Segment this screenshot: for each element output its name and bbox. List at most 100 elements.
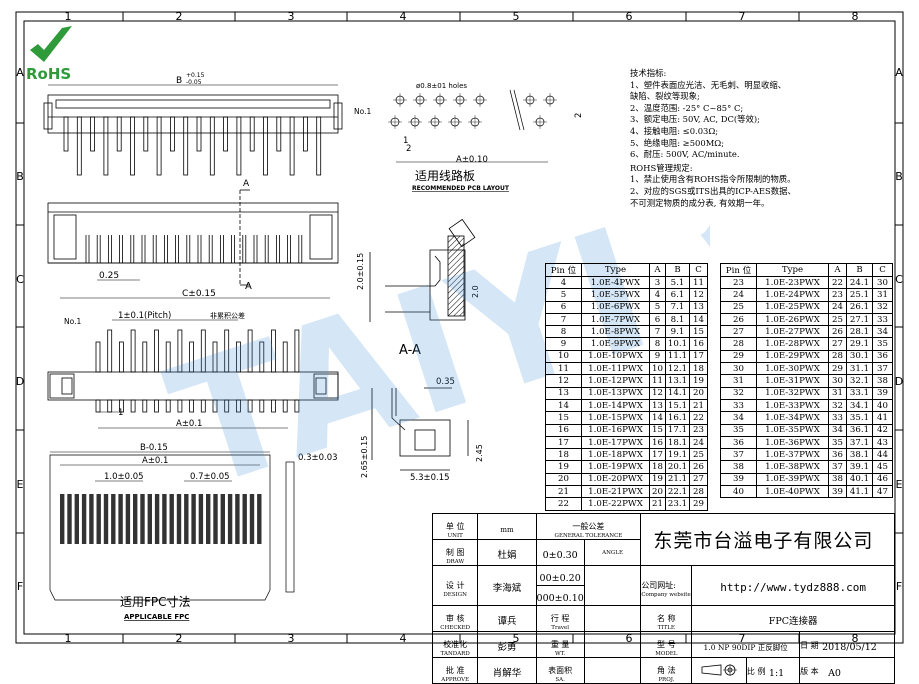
fpc-trace <box>74 494 79 544</box>
title-label-en: TITLE <box>657 625 675 631</box>
scale-value: 1:1 <box>768 668 785 679</box>
table-cell: 30 <box>872 275 893 290</box>
table-cell: 1.0E-17PWX <box>581 435 650 450</box>
table-cell: 1.0E-32PWX <box>756 386 829 400</box>
website[interactable]: http://www.tydz888.com <box>720 581 866 594</box>
table-cell: 1.0E-37PWX <box>756 448 829 462</box>
pin-lead <box>165 341 171 373</box>
table-cell: 20 <box>649 485 666 499</box>
table-cell: 17.1 <box>665 423 690 437</box>
unit-label-en: UNIT <box>447 533 463 539</box>
table-cell: 23.1 <box>665 497 690 511</box>
table-cell: 12.1 <box>665 362 690 376</box>
fpc-trace <box>118 494 123 544</box>
projection-icon <box>701 664 738 676</box>
table-cell: 15 <box>689 325 708 339</box>
tech-line: 5、绝缘电阻: ≥500MΩ; <box>630 137 725 148</box>
fpc-trace <box>111 494 116 544</box>
table-cell: 12 <box>649 386 666 400</box>
table-cell: 39 <box>720 472 757 487</box>
pin-lead <box>169 116 175 152</box>
row-label: E <box>896 478 903 491</box>
tol-3: 000±0.10 <box>536 593 584 604</box>
sa-label: 表面积 <box>548 666 573 675</box>
table-cell: 21 <box>689 398 708 413</box>
table-cell: 32.1 <box>846 374 873 388</box>
pin-lead <box>271 399 276 413</box>
dim-025: 0.25 <box>99 271 119 281</box>
table-cell: 1.0E-19PWX <box>581 460 650 474</box>
fpc-trace <box>242 494 247 544</box>
table-cell: 39 <box>828 485 847 499</box>
row-label: F <box>17 580 23 593</box>
table-cell: 13 <box>649 398 666 413</box>
table-cell: 16 <box>689 337 708 351</box>
table-cell: 27 <box>828 337 847 351</box>
table-cell: 40.1 <box>846 472 873 487</box>
rev-value: A0 <box>828 668 841 679</box>
table-cell: 9.1 <box>665 325 690 339</box>
title-label: 名 称 <box>657 614 676 623</box>
fpc-trace <box>125 494 131 544</box>
table-cell: 44 <box>872 448 893 462</box>
table-cell: 21 <box>649 497 666 511</box>
dim-pcb-1: 1 <box>403 136 408 146</box>
rohs-line: 不可测定物质的成分表, 有效期一年。 <box>630 197 770 208</box>
wt-label-en: WT. <box>555 651 566 657</box>
table-cell: 6 <box>649 312 666 327</box>
fpc-trace <box>81 494 87 544</box>
table-cell: 16 <box>649 435 666 450</box>
table-cell: 33.1 <box>846 386 873 400</box>
table-cell: 1.0E-23PWX <box>756 275 829 290</box>
fpc-trace <box>162 494 167 544</box>
table-cell: 1.0E-7PWX <box>581 312 650 327</box>
col-header: C <box>689 263 708 277</box>
tech-line: 4、接触电阻: ≤0.03Ω; <box>630 125 719 136</box>
table-cell: 1.0E-14PWX <box>581 398 650 413</box>
dim-holes: ø0.8±01 holes <box>416 82 467 90</box>
table-cell: 45 <box>872 460 893 474</box>
table-cell: 34 <box>828 423 847 437</box>
unit-value: mm <box>500 526 514 534</box>
col-header: Type <box>581 263 650 277</box>
table-cell: 31 <box>872 288 893 302</box>
table-cell: 1.0E-24PWX <box>756 288 829 302</box>
table-cell: 18.1 <box>665 435 690 450</box>
table-cell: 18 <box>689 362 708 376</box>
table-cell: 1.0E-11PWX <box>581 362 650 376</box>
table-cell: 5.1 <box>665 275 690 290</box>
pcb-layout: ø0.8±01 holes No.1 2 1 2 A±0.10 适用线路板 RE… <box>354 82 584 192</box>
table-cell: 11 <box>545 362 582 376</box>
table-cell: 14 <box>649 411 666 425</box>
dim-pcb-a: A±0.10 <box>456 155 488 165</box>
table-cell: 36 <box>720 435 757 450</box>
table-cell: 30 <box>828 374 847 388</box>
wt-label: 重 量 <box>550 640 570 649</box>
col-header: C <box>872 263 893 277</box>
pin-lead <box>249 116 255 152</box>
fpc-trace <box>140 494 145 544</box>
table-cell: 20 <box>689 386 708 400</box>
table-cell: 1.0E-16PWX <box>581 423 650 437</box>
table-cell: 33 <box>828 411 847 425</box>
pin-lead <box>200 399 206 413</box>
table-cell: 34 <box>720 411 757 425</box>
top-dims: B +0.15 -0.05 <box>48 72 338 86</box>
table-cell: 1.0E-12PWX <box>581 374 650 388</box>
fpc-trace <box>176 494 182 544</box>
tech-title: 技术指标: <box>630 68 667 78</box>
pin-lead <box>142 341 148 373</box>
pin-lead <box>259 399 265 413</box>
pin-lead <box>212 341 218 373</box>
table-cell: 15.1 <box>665 398 690 413</box>
table-cell: 1.0E-33PWX <box>756 398 829 413</box>
approve-label-en: APPROVE <box>441 677 470 683</box>
dim-h035: 0.35 <box>436 377 455 387</box>
